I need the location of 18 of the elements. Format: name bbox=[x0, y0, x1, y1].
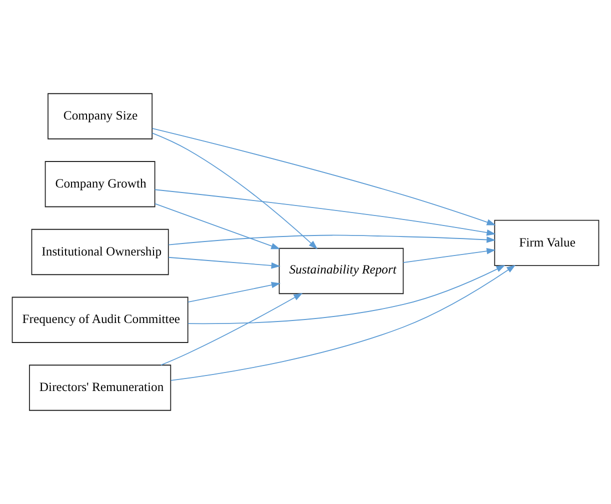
arrow bbox=[168, 256, 280, 269]
arrow bbox=[168, 234, 496, 246]
node-box: Frequency of Audit Committee bbox=[12, 296, 188, 343]
node-box: Firm Value bbox=[494, 220, 600, 266]
arrow bbox=[152, 132, 318, 250]
arrow bbox=[170, 264, 516, 381]
node-box: Company Size bbox=[48, 93, 153, 140]
node-box: Company Growth bbox=[44, 161, 156, 208]
arrow bbox=[154, 189, 496, 236]
arrow bbox=[188, 282, 280, 303]
node-box: Sustainability Report bbox=[278, 248, 404, 294]
arrow bbox=[154, 203, 280, 250]
arrow bbox=[188, 265, 506, 324]
arrow bbox=[402, 248, 496, 264]
arrow bbox=[160, 292, 303, 366]
node-box: Directors' Remuneration bbox=[29, 364, 172, 411]
node-box: Institutional Ownership bbox=[31, 228, 169, 276]
arrow bbox=[152, 128, 496, 226]
